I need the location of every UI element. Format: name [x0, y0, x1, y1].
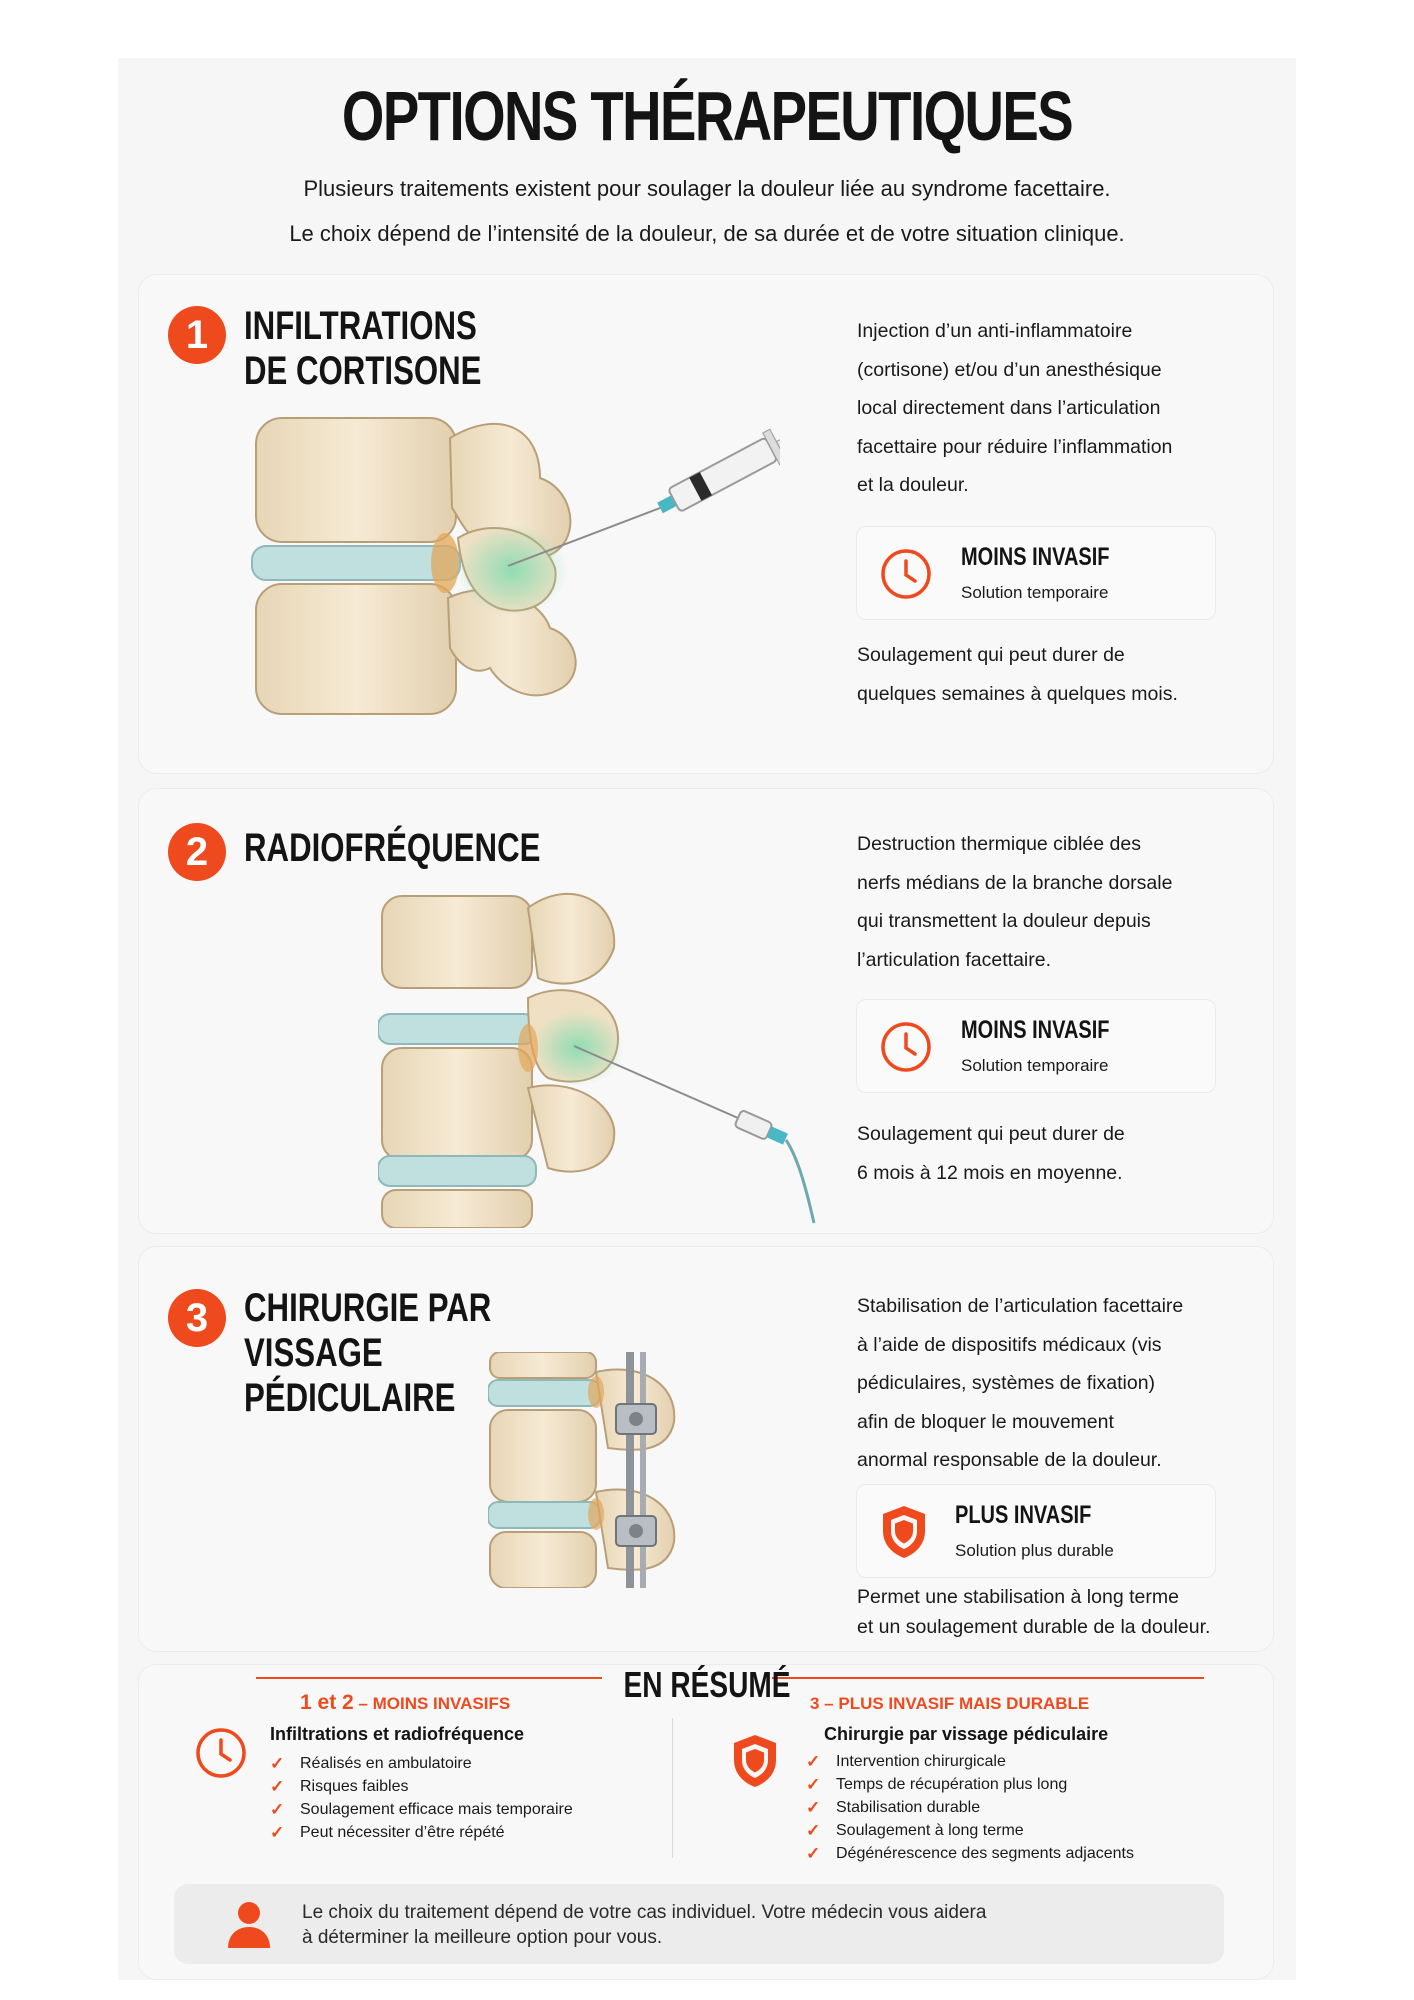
option-heading-line: DE CORTISONE — [244, 349, 482, 393]
list-item: ✓Risques faibles — [270, 1777, 409, 1796]
invasiveness-badge: MOINS INVASIF Solution temporaire — [856, 999, 1216, 1093]
check-icon: ✓ — [806, 1844, 821, 1863]
list-item: ✓Soulagement à long terme — [806, 1821, 1024, 1840]
option-heading: INFILTRATIONS DE CORTISONE — [244, 304, 481, 394]
option-number-badge: 2 — [168, 823, 226, 881]
invasiveness-badge: PLUS INVASIF Solution plus durable — [856, 1484, 1216, 1578]
clock-icon — [881, 549, 931, 599]
summary-left-heading: 1 et 2 – MOINS INVASIFS — [300, 1691, 511, 1714]
list-item: ✓Stabilisation durable — [806, 1798, 981, 1817]
list-item: ✓Dégénérescence des segments adjacents — [806, 1844, 1134, 1863]
summary-right-list: ✓Intervention chirurgicale ✓Temps de réc… — [806, 1750, 1134, 1865]
summary-right-heading: 3 – PLUS INVASIF MAIS DURABLE — [810, 1694, 1090, 1713]
check-icon: ✓ — [806, 1821, 821, 1840]
intro-line-2: Le choix dépend de l’intensité de la dou… — [289, 221, 1125, 246]
option-number-badge: 3 — [168, 1289, 226, 1347]
intro-line-1: Plusieurs traitements existent pour soul… — [303, 176, 1111, 201]
option-description: Injection d’un anti-inflammatoire (corti… — [857, 320, 1173, 496]
check-icon: ✓ — [270, 1754, 285, 1773]
option-result: Soulagement qui peut durer de quelques s… — [857, 644, 1178, 705]
option-description: Destruction thermique ciblée des nerfs m… — [857, 833, 1173, 971]
check-icon: ✓ — [806, 1752, 821, 1771]
shield-icon — [734, 1735, 776, 1787]
badge-title: MOINS INVASIF — [961, 1016, 1110, 1044]
advice-note — [174, 1884, 1224, 1964]
shield-icon — [883, 1506, 925, 1558]
badge-subtitle: Solution temporaire — [961, 583, 1109, 602]
summary-left-subtitle: Infiltrations et radiofréquence — [270, 1724, 525, 1744]
check-icon: ✓ — [270, 1800, 285, 1819]
clock-icon — [196, 1728, 246, 1778]
summary-divider — [672, 1718, 673, 1858]
list-item: ✓Peut nécessiter d’être répété — [270, 1823, 505, 1842]
badge-title: PLUS INVASIF — [955, 1501, 1092, 1529]
cortisone-injection-illustration — [251, 417, 780, 715]
person-icon — [228, 1902, 270, 1948]
check-icon: ✓ — [806, 1798, 821, 1817]
option-result: Soulagement qui peut durer de 6 mois à 1… — [857, 1123, 1125, 1184]
option-number-badge: 1 — [168, 306, 226, 364]
clock-icon — [881, 1022, 931, 1072]
option-heading-line: VISSAGE — [244, 1331, 383, 1375]
option-heading: RADIOFRÉQUENCE — [244, 826, 540, 871]
list-item: ✓Temps de récupération plus long — [806, 1775, 1068, 1794]
pedicle-screw-illustration — [488, 1352, 676, 1588]
badge-subtitle: Solution plus durable — [955, 1541, 1114, 1560]
advice-note-text: Le choix du traitement dépend de votre c… — [302, 1902, 987, 1948]
list-item: ✓Intervention chirurgicale — [806, 1752, 1006, 1771]
invasiveness-badge: MOINS INVASIF Solution temporaire — [856, 526, 1216, 620]
option-heading: CHIRURGIE PAR VISSAGE PÉDICULAIRE — [244, 1286, 491, 1421]
radiofrequency-illustration — [378, 892, 816, 1228]
option-heading-line: CHIRURGIE PAR — [244, 1286, 492, 1330]
check-icon: ✓ — [270, 1777, 285, 1796]
option-result: Permet une stabilisation à long terme et… — [857, 1586, 1211, 1638]
option-heading-line: RADIOFRÉQUENCE — [244, 826, 541, 870]
summary-rule-right — [772, 1677, 1204, 1679]
option-heading-line: PÉDICULAIRE — [244, 1376, 456, 1420]
summary-title: EN RÉSUMÉ — [623, 1664, 791, 1705]
list-item: ✓Réalisés en ambulatoire — [270, 1754, 472, 1773]
badge-subtitle: Solution temporaire — [961, 1056, 1109, 1075]
check-icon: ✓ — [270, 1823, 285, 1842]
option-card-3 — [138, 1246, 1274, 1652]
summary-right-subtitle: Chirurgie par vissage pédiculaire — [824, 1724, 1109, 1744]
option-heading-line: INFILTRATIONS — [244, 304, 477, 348]
option-description: Stabilisation de l’articulation facettai… — [857, 1295, 1184, 1471]
summary-rule-left — [256, 1677, 602, 1679]
check-icon: ✓ — [806, 1775, 821, 1794]
summary-left-list: ✓Réalisés en ambulatoire ✓Risques faible… — [270, 1752, 573, 1844]
list-item: ✓Soulagement efficace mais temporaire — [270, 1800, 573, 1819]
page-title: OPTIONS THÉRAPEUTIQUES — [341, 77, 1074, 155]
badge-title: MOINS INVASIF — [961, 543, 1110, 571]
